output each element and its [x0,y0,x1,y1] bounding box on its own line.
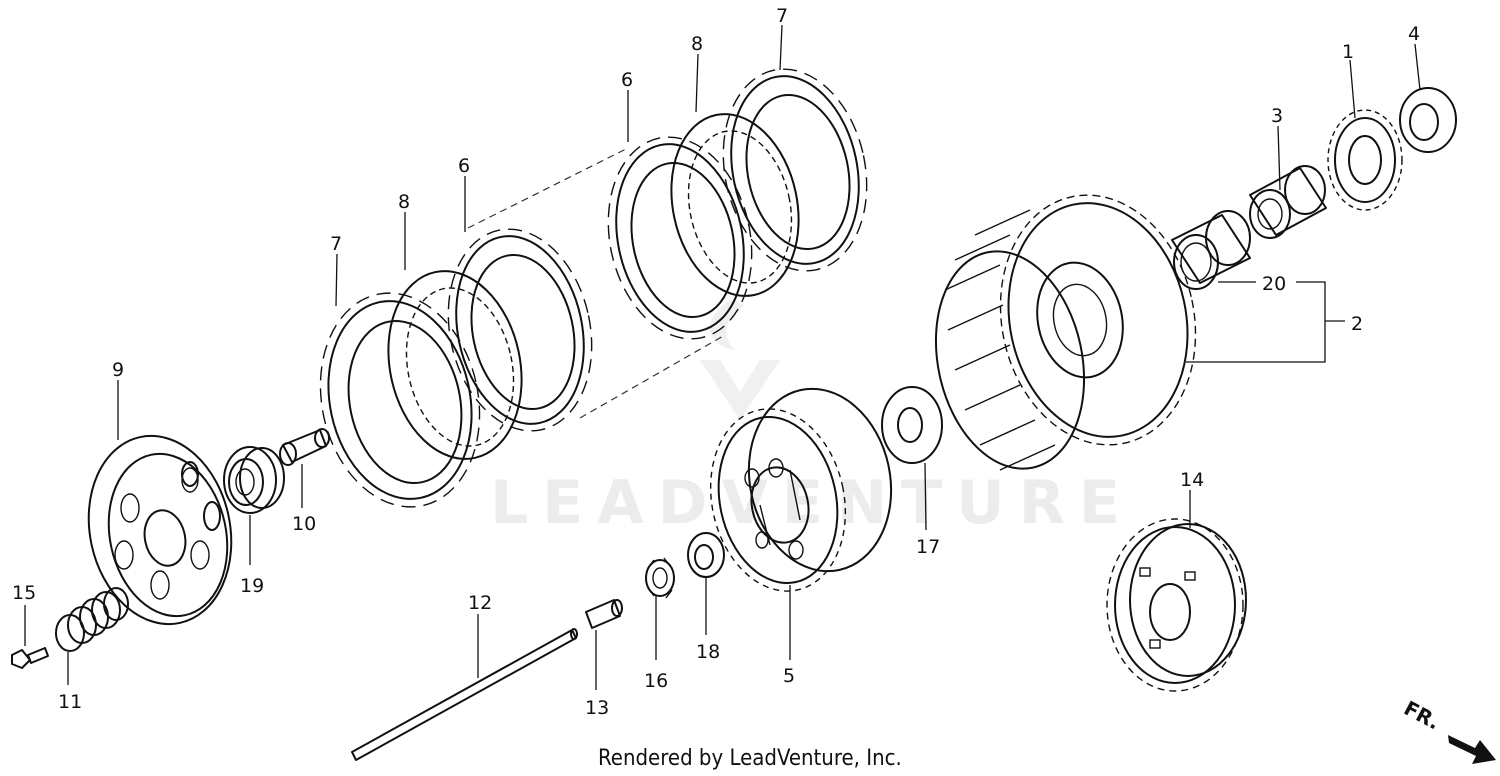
callout-8-right: 8 [691,33,703,55]
callout-1: 1 [1342,41,1354,63]
callout-2: 2 [1351,313,1363,335]
clutch-plate-a [387,270,523,460]
callout-15: 15 [12,582,36,604]
washer-small [687,532,725,578]
washer-large [1399,87,1457,153]
callout-3: 3 [1271,105,1283,127]
callout-18: 18 [696,641,720,663]
callout-11: 11 [58,691,82,713]
driven-gear [1106,518,1247,692]
pressure-plate [87,434,233,626]
lifter-sleeve [585,599,623,629]
fr-label: FR. [1400,696,1444,735]
callout-13: 13 [585,697,609,719]
lifter-piece [279,428,330,466]
front-direction-indicator: FR. [1400,696,1496,764]
lock-nut [645,557,675,599]
callout-7-right: 7 [776,5,788,27]
clutch-center [709,387,893,592]
callout-8-left: 8 [398,191,410,213]
callout-7-left: 7 [330,233,342,255]
clutch-plate-b [670,113,800,297]
callout-14: 14 [1180,469,1204,491]
alignment-lines [467,147,726,419]
friction-disc-b [447,228,593,432]
clutch-spring [55,587,129,652]
watermark: LEADVENTURE [490,300,1134,538]
callouts: 1 2 3 4 5 6 6 7 7 8 8 9 10 11 12 13 14 1… [12,5,1420,719]
leader-lines [24,24,1421,690]
callout-10: 10 [292,513,316,535]
bolt [11,647,49,669]
callout-6-left: 6 [458,155,470,177]
callout-19: 19 [240,575,264,597]
direction-arrow-icon [1448,735,1496,764]
callout-9: 9 [112,359,124,381]
clutch-outer [934,194,1197,471]
callout-16: 16 [644,670,668,692]
callout-12: 12 [468,592,492,614]
watermark-text: LEADVENTURE [490,468,1134,538]
drive-sprocket [1327,109,1403,211]
footer-credit: Rendered by LeadVenture, Inc. [598,746,902,771]
callout-17: 17 [916,536,940,558]
friction-disc-a [319,292,481,508]
callout-5: 5 [783,665,795,687]
friction-disc-d [722,68,868,272]
lifter-rod [351,628,578,761]
thrust-washer [881,386,943,464]
callout-4: 4 [1408,23,1420,45]
needle-bearing [1171,210,1251,290]
collar [1249,165,1327,239]
bearing [223,446,285,514]
callout-20: 20 [1262,273,1286,295]
callout-6-right: 6 [621,69,633,91]
